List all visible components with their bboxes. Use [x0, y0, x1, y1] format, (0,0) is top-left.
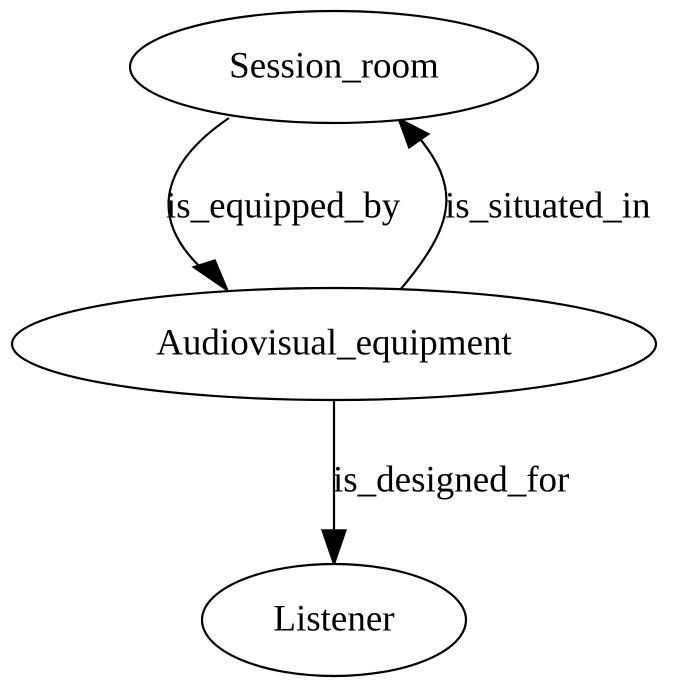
- node-listener: Listener: [200, 562, 468, 678]
- edge-label-is-designed-for: is_designed_for: [333, 459, 569, 500]
- edge-is-equipped-by-line: [167, 117, 230, 277]
- node-listener-label: Listener: [273, 598, 394, 639]
- edge-is-equipped-by: is_equipped_by: [166, 117, 401, 294]
- edge-is-situated-in: is_situated_in: [396, 116, 651, 291]
- node-session-room-shape: [128, 9, 540, 125]
- edge-is-designed-for: is_designed_for: [320, 398, 569, 568]
- node-session-room: Session_room: [128, 9, 540, 125]
- edge-is-situated-in-line: [399, 133, 448, 291]
- edge-is-situated-in-arrowhead: [396, 116, 431, 150]
- node-session-room-label: Session_room: [229, 45, 439, 86]
- edge-is-designed-for-arrowhead: [320, 529, 348, 568]
- edge-label-is-situated-in: is_situated_in: [445, 185, 651, 226]
- node-audiovisual-equipment: Audiovisual_equipment: [10, 286, 658, 402]
- node-audiovisual-equipment-shape: [10, 286, 658, 402]
- node-audiovisual-equipment-label: Audiovisual_equipment: [156, 322, 512, 363]
- node-listener-shape: [200, 562, 468, 678]
- edge-label-is-equipped-by: is_equipped_by: [166, 185, 401, 226]
- edge-is-equipped-by-arrowhead: [191, 259, 230, 294]
